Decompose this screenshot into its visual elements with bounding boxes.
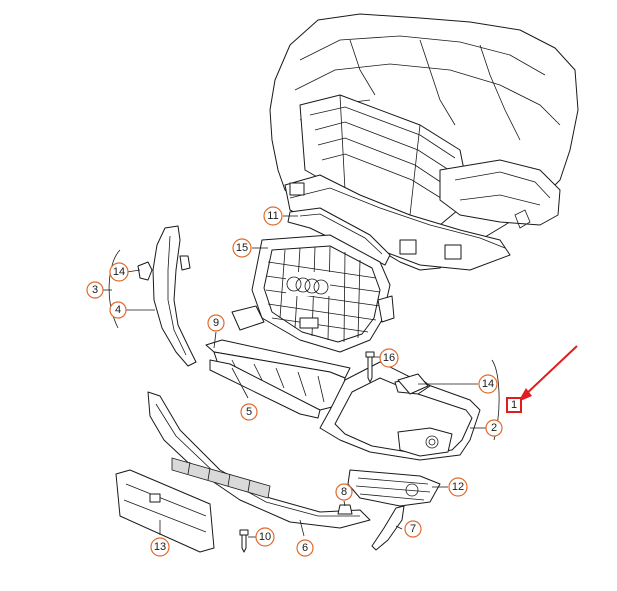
callout-8: 8 <box>335 483 353 501</box>
callout-label: 3 <box>92 284 98 296</box>
callout-5: 5 <box>240 403 258 421</box>
callout-label: 14 <box>113 266 125 278</box>
part-14-tow-cover <box>397 373 429 395</box>
callout-13: 13 <box>150 537 170 557</box>
callout-label: 9 <box>213 317 219 329</box>
callout-15: 15 <box>232 238 252 258</box>
callout-3: 3 <box>86 281 104 299</box>
callout-4: 4 <box>109 301 127 319</box>
bracket-arc-left <box>108 249 121 329</box>
callout-2: 2 <box>485 419 503 437</box>
callout-label: 2 <box>491 422 497 434</box>
callout-label: 5 <box>246 406 252 418</box>
highlight-arrow <box>518 345 578 402</box>
part-2-bumper-cover <box>319 361 481 461</box>
callout-label: 7 <box>410 523 416 535</box>
callout-9: 9 <box>207 314 225 332</box>
leader-lines <box>103 215 486 538</box>
callout-6: 6 <box>296 539 314 557</box>
callout-label: 4 <box>115 304 121 316</box>
callout-label: 15 <box>236 242 248 254</box>
callout-10: 10 <box>255 527 275 547</box>
part-13-license-plate-bracket <box>115 469 215 553</box>
part-3-trim-clip <box>137 255 191 281</box>
callout-7: 7 <box>404 520 422 538</box>
callout-14-right: 14 <box>478 374 498 394</box>
part-5-lower-strip <box>209 359 321 419</box>
callout-label: 13 <box>154 541 166 553</box>
callout-16: 16 <box>379 348 399 368</box>
part-11-upper-guide <box>287 207 391 266</box>
audi-rings-emblem <box>286 272 330 296</box>
part-15-radiator-grille <box>231 234 395 353</box>
callout-12: 12 <box>448 477 468 497</box>
part-10-bolt <box>239 529 249 553</box>
callout-label: 12 <box>452 481 464 493</box>
callout-11: 11 <box>263 206 283 226</box>
part-16-screw <box>365 351 375 383</box>
callout-14-left: 14 <box>109 262 129 282</box>
part-12-lower-grille-insert <box>347 469 441 507</box>
callout-label: 8 <box>341 486 347 498</box>
part-7-trim-strip <box>371 505 405 551</box>
vehicle-front-structure <box>269 13 579 271</box>
part-4-left-side-trim <box>152 225 197 367</box>
callout-label: 10 <box>259 531 271 543</box>
callout-label: 16 <box>383 352 395 364</box>
callout-label: 11 <box>267 210 278 222</box>
callout-label: 1 <box>511 399 517 411</box>
callout-1-highlighted: 1 <box>506 397 522 413</box>
callout-label: 6 <box>302 542 308 554</box>
callout-label: 14 <box>482 378 494 390</box>
part-8-clip <box>337 504 353 515</box>
